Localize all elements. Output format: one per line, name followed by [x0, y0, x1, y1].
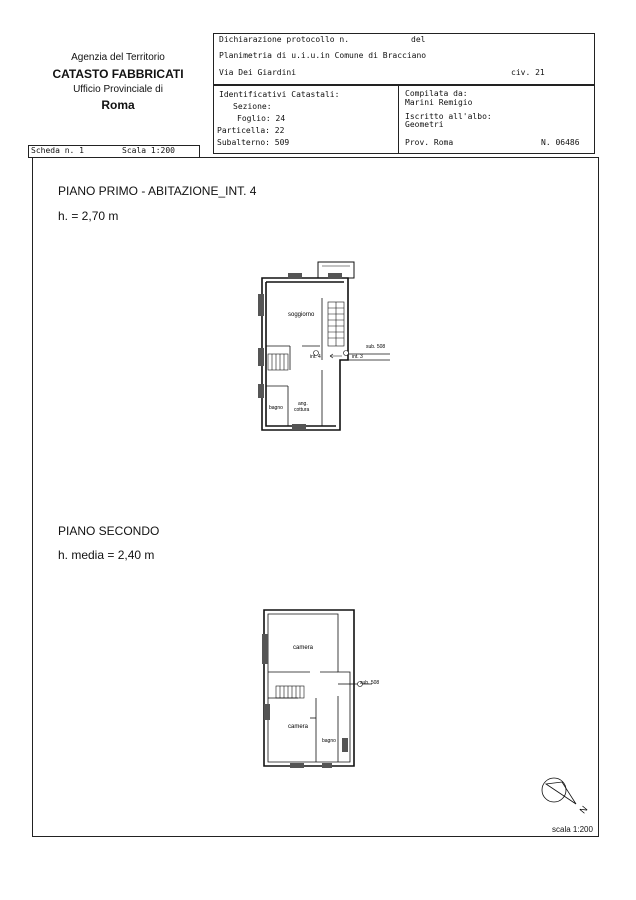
- floor1-small-stairs: [267, 353, 289, 371]
- registered-label: Iscritto all'albo:: [405, 112, 492, 121]
- f2-window-left: [262, 634, 268, 664]
- protocol-box: [213, 33, 595, 85]
- label-sub508: sub. 508: [366, 344, 385, 350]
- f2-window-bottom-2: [322, 763, 332, 768]
- floor2-interior: [267, 613, 372, 763]
- registration-number: N. 06486: [541, 138, 580, 147]
- label-int3: int. 3: [352, 354, 363, 360]
- window-left-3: [258, 384, 264, 398]
- f2-window-right: [342, 738, 348, 752]
- footer-scale: scala 1:200: [552, 825, 593, 834]
- sheet-scale: Scala 1:200: [122, 146, 175, 155]
- f2-window-left-2: [264, 704, 270, 720]
- identifiers-divider: [398, 85, 399, 153]
- civic-number: civ. 21: [511, 68, 545, 77]
- floor2-stairs: [275, 685, 305, 699]
- room-camera-bottom: camera: [288, 724, 309, 730]
- protocol-del: del: [411, 35, 426, 44]
- window-top-1: [288, 273, 302, 279]
- agency-office: Ufficio Provinciale di: [73, 84, 163, 95]
- planimetria-text: Planimetria di u.i.u.in Comune di Bracci…: [219, 51, 427, 60]
- identifiers-box: [213, 85, 595, 154]
- compiled-by-label: Compilata da:: [405, 89, 468, 98]
- north-label: N: [578, 804, 590, 815]
- address-text: Via Dei Giardini: [219, 68, 297, 77]
- room-ang: ang.: [298, 401, 308, 407]
- registered-value: Geometri: [405, 120, 444, 129]
- subalterno-field: Subalterno: 509: [217, 138, 290, 147]
- label-int4: int. 4: [310, 354, 321, 360]
- floor1-stairs: [327, 301, 345, 347]
- agency-city: Roma: [101, 98, 135, 112]
- label-sub508-f2: sub. 508: [360, 680, 379, 686]
- floor2-walls: [263, 609, 355, 767]
- f2-window-bottom-1: [290, 763, 304, 768]
- drawing-frame: [32, 157, 599, 837]
- room-cottura: cottura: [294, 407, 310, 413]
- floor2-height: h. media = 2,40 m: [58, 548, 155, 562]
- north-pointer: [544, 781, 577, 805]
- compiled-by-name: Marini Remigio: [405, 98, 473, 107]
- floor1-entrance-markers: [313, 350, 349, 359]
- f2-entrance-marker: [357, 681, 363, 687]
- sheet-number: Scheda n. 1: [31, 146, 84, 155]
- identifiers-title: Identificativi Catastali:: [219, 90, 340, 99]
- room-camera-top: camera: [293, 645, 314, 651]
- window-top-2: [328, 273, 342, 279]
- province-field: Prov. Roma: [405, 138, 454, 147]
- window-left-2: [258, 348, 264, 366]
- north-arrow: N: [541, 777, 590, 815]
- room-bagno: bagno: [269, 405, 283, 411]
- floor2-plan: camera camera bagno sub. 508: [262, 609, 379, 768]
- agency-department: CATASTO FABBRICATI: [52, 67, 184, 81]
- agency-name: Agenzia del Territorio: [71, 52, 165, 63]
- floor1-title: PIANO PRIMO - ABITAZIONE_INT. 4: [58, 184, 257, 198]
- protocol-label: Dichiarazione protocollo n.: [219, 35, 350, 44]
- floor2-title: PIANO SECONDO: [58, 524, 160, 538]
- window-bottom: [292, 424, 306, 430]
- floor1-interior: [266, 298, 390, 426]
- particella-field: Particella: 22: [217, 126, 285, 135]
- room-bagno-f2: bagno: [322, 738, 336, 744]
- sezione-field: Sezione:: [233, 102, 272, 111]
- floor1-height: h. = 2,70 m: [58, 209, 119, 223]
- floor1-plan: soggiorno bagno ang. cottura int. 4 int.…: [258, 261, 390, 431]
- room-soggiorno: soggiorno: [288, 312, 315, 318]
- north-circle: [541, 777, 567, 803]
- foglio-field: Foglio: 24: [237, 114, 286, 123]
- window-left-1: [258, 294, 264, 316]
